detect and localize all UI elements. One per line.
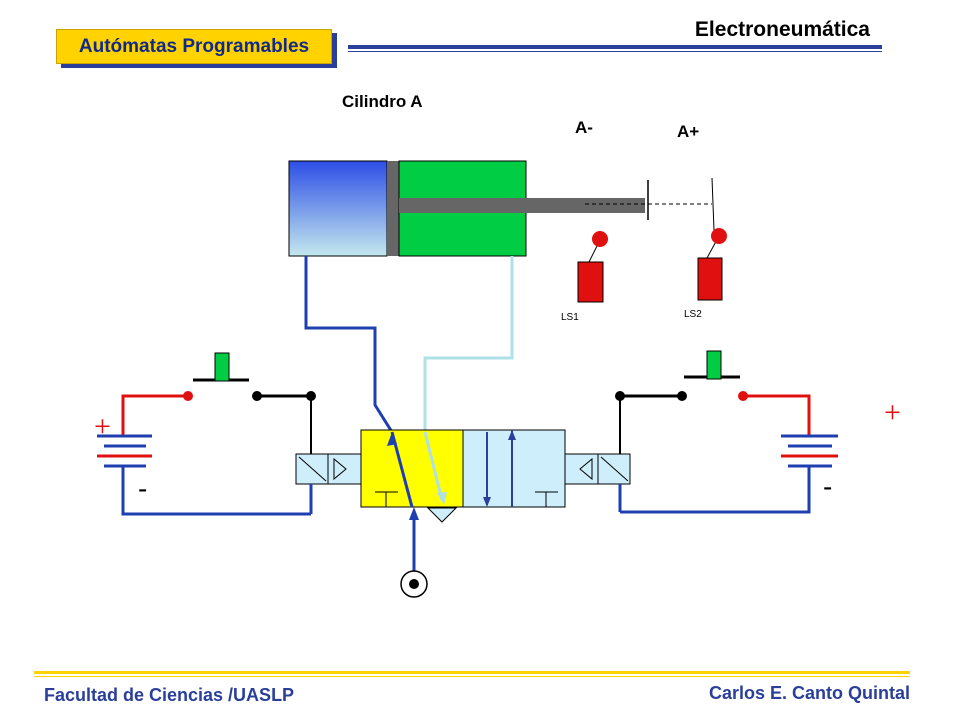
pressure-supply bbox=[400, 507, 428, 598]
minus-right: - bbox=[823, 471, 832, 502]
circuit-right: + - bbox=[615, 350, 901, 514]
limit-switch-ls2: LS2 bbox=[684, 228, 727, 320]
header-rule-thin bbox=[348, 51, 882, 52]
footer-rule-thin bbox=[34, 676, 910, 677]
plus-right: + bbox=[884, 396, 901, 429]
limit-switch-ls1: LS1 bbox=[561, 231, 608, 323]
section-badge: Autómatas Programables bbox=[56, 29, 332, 64]
header-rule bbox=[348, 45, 882, 49]
page-title: Electroneumática bbox=[694, 18, 870, 41]
footer-institution: Facultad de Ciencias /UASLP bbox=[44, 685, 295, 705]
directional-valve bbox=[360, 429, 566, 523]
footer-author: Carlos E. Canto Quintal bbox=[708, 683, 910, 703]
line-cylinder-a-minus bbox=[304, 256, 394, 433]
ls1-label: LS1 bbox=[561, 312, 579, 323]
cylinder-label: Cilindro A bbox=[342, 92, 423, 111]
plus-left: + bbox=[94, 410, 111, 443]
cylinder-a bbox=[288, 160, 715, 257]
footer-rule bbox=[34, 671, 910, 674]
a-minus-label: A- bbox=[575, 118, 593, 137]
line-cylinder-a-plus bbox=[423, 256, 514, 430]
circuit-left: + - bbox=[94, 352, 316, 516]
a-plus-label: A+ bbox=[677, 122, 699, 141]
piston-rod bbox=[399, 198, 645, 213]
minus-left: - bbox=[138, 473, 147, 504]
solenoid-left bbox=[295, 453, 362, 485]
solenoid-right bbox=[564, 453, 631, 485]
ls2-label: LS2 bbox=[684, 309, 702, 320]
